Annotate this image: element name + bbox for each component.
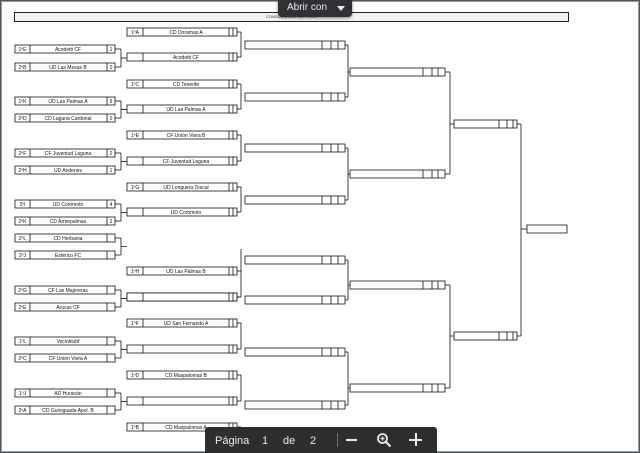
team-seed: 1ºC (131, 82, 140, 88)
team-name: Acodetti CF (173, 55, 199, 61)
bracket-slot (244, 255, 346, 265)
bracket-slot (244, 40, 346, 50)
team-seed: 1ºK (19, 99, 28, 105)
team-name: UD Las Palmas A (166, 107, 206, 113)
team-score: 1 (110, 47, 113, 53)
total-pages: 2 (310, 435, 317, 447)
team-name: CD Laguna Cardonal (45, 116, 92, 122)
team-seed: 2ºI (20, 202, 26, 208)
team-seed: 2ºJ (19, 253, 27, 259)
team-seed: 1ºF (131, 321, 139, 327)
team-name: Arucas CF (56, 305, 80, 311)
team-seed: 1ºD (131, 373, 140, 379)
bracket-slot (244, 195, 346, 205)
bracket-slot (349, 67, 446, 77)
bracket-slot (453, 119, 518, 129)
team-name: UD Las Mesas B (49, 65, 87, 71)
toolbar-divider (337, 433, 338, 447)
team-score: 9 (110, 99, 113, 105)
team-name: CD Maspalomas B (165, 373, 207, 379)
page-of-label: de (283, 435, 296, 447)
zoom-icon[interactable] (376, 432, 392, 448)
team-score: 0 (110, 116, 113, 122)
team-name: CF Las Majoreras (48, 288, 88, 294)
team-name: CF Juventud Laguna (45, 151, 92, 157)
team-seed: 1ºL (19, 339, 27, 345)
team-name: CD Doramas A (169, 30, 203, 36)
team-name: CF Unión Viera A (49, 356, 88, 362)
bracket-slot (244, 400, 346, 410)
team-slot (126, 396, 238, 406)
team-name: AD Huracán (54, 391, 81, 397)
page-navigation-bar: Página 1 de 2 (205, 427, 437, 453)
team-name: UD Coromoto (53, 202, 84, 208)
team-name: UD Coromoto (171, 210, 202, 216)
team-slot (126, 344, 238, 354)
team-seed: 1ºE (19, 47, 28, 53)
team-seed: 2ºE (19, 305, 28, 311)
team-seed: 2ºC (18, 356, 27, 362)
team-name: UD San Fernando A (164, 321, 209, 327)
bracket-slot (244, 295, 346, 305)
dropdown-caret-icon (337, 6, 345, 11)
team-name: UD Las Palmas B (166, 269, 206, 275)
team-seed: 1ºB (131, 425, 140, 431)
zoom-in-icon[interactable] (409, 433, 422, 446)
final-slot (526, 224, 568, 234)
team-seed: 2ºG (18, 288, 27, 294)
team-seed: 1ºJ (19, 391, 27, 397)
team-name: CD Maspalomas A (165, 425, 207, 431)
team-seed: 1ºH (131, 269, 140, 275)
bracket-slot (453, 331, 518, 341)
team-score: 2 (110, 219, 113, 225)
team-name: UD Longuera Toscal (163, 185, 208, 191)
team-name: CF Juventud Laguna (163, 159, 210, 165)
team-slot (126, 292, 238, 302)
open-with-label: Abrir con (287, 2, 328, 13)
team-name: Vecinklubf (57, 339, 80, 345)
team-name: Estérico FC (55, 253, 82, 259)
team-seed: 2ºA (19, 408, 28, 414)
bracket-slot (244, 347, 346, 357)
bracket-slot (244, 92, 346, 102)
team-seed: 1ºG (131, 185, 140, 191)
team-seed: 2ºL (19, 236, 27, 242)
bracket-slot (349, 169, 446, 179)
team-seed: 2ºF (19, 151, 27, 157)
team-seed: 2ºD (18, 116, 27, 122)
team-score: 2 (110, 151, 113, 157)
team-seed: 1ºE (131, 133, 140, 139)
zoom-out-icon[interactable] (346, 439, 357, 441)
team-name: CD Herbania (54, 236, 83, 242)
bracket-slot (244, 143, 346, 153)
team-seed: 2ºB (19, 65, 28, 71)
team-score: 4 (110, 202, 113, 208)
current-page-number[interactable]: 1 (261, 435, 269, 447)
team-name: UD Las Palmas A (48, 99, 88, 105)
team-name: CD Tenerife (173, 82, 200, 88)
team-name: UD Andenes (54, 168, 83, 174)
bracket-slot (349, 383, 446, 393)
team-score: 0 (110, 65, 113, 71)
team-seed: 1ºA (131, 30, 140, 36)
open-with-button[interactable]: Abrir con (278, 0, 352, 17)
team-score: 1 (110, 168, 113, 174)
bracket-slot (349, 280, 446, 290)
team-name: CD Guiniguada Apol. B (42, 408, 94, 414)
team-name: Acodetti CF (55, 47, 81, 53)
team-seed: 2ºK (19, 219, 28, 225)
team-name: CD Armepalmas (50, 219, 87, 225)
page-label: Página (215, 435, 250, 447)
team-name: CF Unión Viera B (167, 133, 206, 139)
team-seed: 2ºH (18, 168, 27, 174)
